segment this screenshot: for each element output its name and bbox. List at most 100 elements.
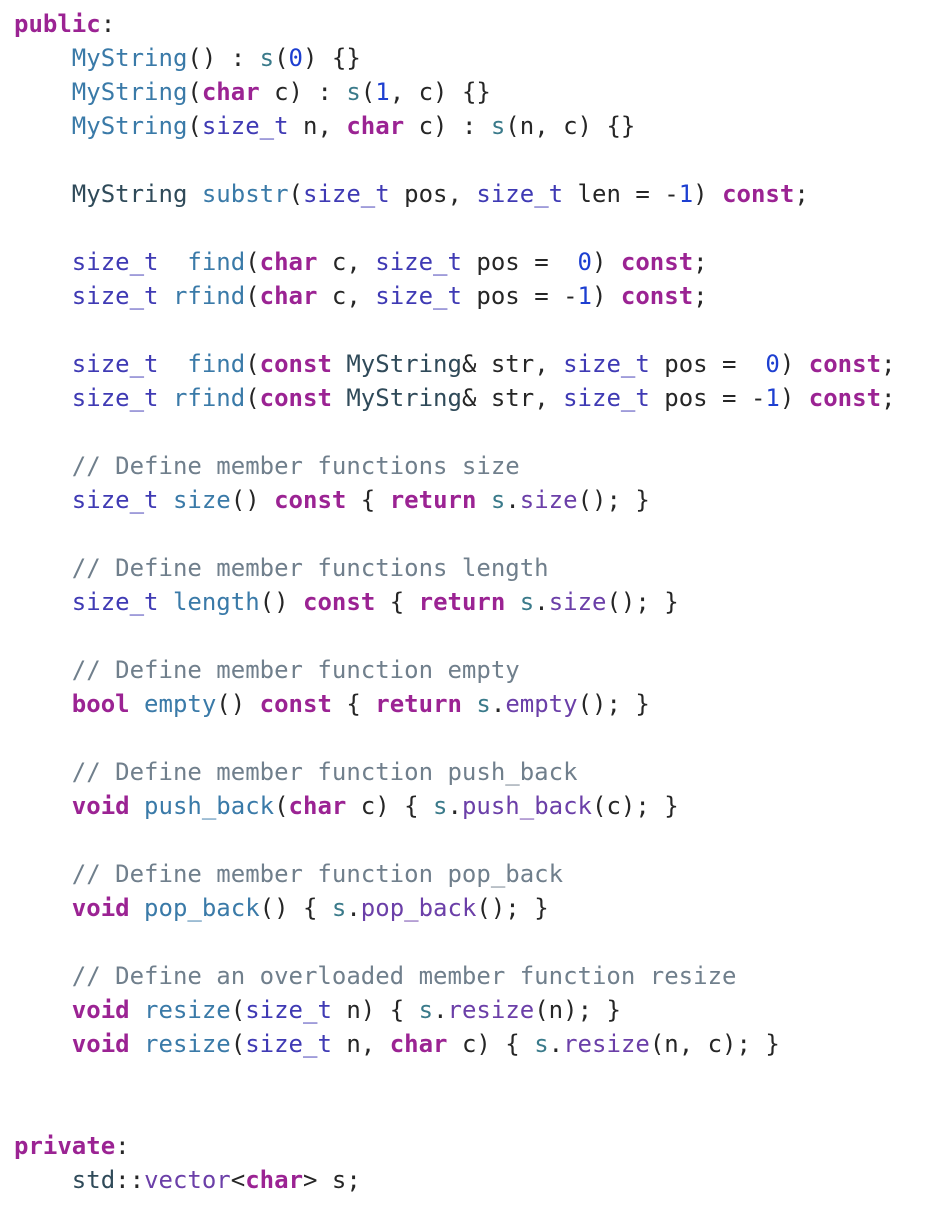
type-token: size_t: [71, 282, 159, 310]
type-token: size_t: [71, 350, 159, 378]
code-text-token: (: [187, 112, 202, 140]
code-text-token: [130, 894, 144, 922]
keyword-token: char: [259, 248, 318, 276]
member-token: s: [476, 690, 491, 718]
code-text-token: [14, 1166, 72, 1194]
keyword-token: void: [71, 894, 130, 922]
code-text-token: [14, 996, 72, 1024]
code-line: // Define member function empty: [14, 653, 520, 687]
code-line: size_t find(const MyString& str, size_t …: [14, 347, 896, 381]
code-text-token: (: [230, 1030, 246, 1058]
keyword-token: char: [201, 78, 260, 106]
type-token: size_t: [71, 486, 159, 514]
code-line: void resize(size_t n) { s.resize(n); }: [14, 993, 621, 1027]
keyword-token: public: [14, 10, 101, 38]
code-text-token: n,: [331, 1030, 390, 1058]
code-text-token: .: [548, 1030, 564, 1058]
method-call-token: size: [548, 588, 607, 616]
code-line: // Define an overloaded member function …: [14, 959, 737, 993]
code-text-token: (: [274, 44, 289, 72]
code-text-token: & str,: [461, 384, 564, 412]
member-token: s: [490, 112, 506, 140]
code-line: bool empty() const { return s.empty(); }: [14, 687, 650, 721]
keyword-token: const: [303, 588, 376, 616]
type-token: size_t: [71, 248, 159, 276]
code-text-token: .: [447, 792, 462, 820]
code-text-token: [159, 248, 188, 276]
code-text-token: ;: [794, 180, 809, 208]
function-name-token: MyString: [71, 112, 188, 140]
code-text-token: c) :: [404, 112, 491, 140]
keyword-token: char: [288, 792, 347, 820]
code-line: MyString(char c) : s(1, c) {}: [14, 75, 491, 109]
code-text-token: [159, 384, 173, 412]
code-text-token: (); }: [476, 894, 549, 922]
code-text-token: n) {: [331, 996, 419, 1024]
type-token: size_t: [71, 588, 159, 616]
code-text-token: & str,: [461, 350, 564, 378]
number-token: 1: [678, 180, 694, 208]
code-text-token: () :: [187, 44, 260, 72]
code-line: size_t length() const { return s.size();…: [14, 585, 679, 619]
code-text-token: ): [592, 282, 621, 310]
code-text-token: (: [245, 248, 260, 276]
keyword-token: char: [245, 1166, 304, 1194]
code-text-token: [14, 962, 72, 990]
keyword-token: const: [259, 384, 332, 412]
function-name-token: resize: [144, 1030, 231, 1058]
code-text-token: (); }: [606, 588, 679, 616]
code-line: // Define member function pop_back: [14, 857, 563, 891]
type-token: size_t: [563, 350, 650, 378]
member-token: s: [433, 792, 448, 820]
code-text-token: [476, 486, 490, 514]
code-text-token: [14, 758, 72, 786]
keyword-token: void: [71, 996, 130, 1024]
code-text-token: (); }: [577, 486, 650, 514]
type-token: size_t: [303, 180, 390, 208]
code-text-token: .: [346, 894, 361, 922]
code-text-token: (c); }: [592, 792, 679, 820]
code-text-token: [332, 350, 346, 378]
code-text-token: (: [230, 996, 246, 1024]
code-text-token: ): [779, 350, 809, 378]
function-name-token: push_back: [144, 792, 275, 820]
code-text-token: ;: [881, 350, 896, 378]
number-token: 1: [577, 282, 592, 310]
function-name-token: substr: [201, 180, 289, 208]
type-token: size_t: [476, 180, 564, 208]
code-text-token: [14, 180, 72, 208]
code-text-token: pos =: [461, 248, 578, 276]
code-line: size_t rfind(const MyString& str, size_t…: [14, 381, 896, 415]
code-text-token: n,: [288, 112, 347, 140]
code-line: private:: [14, 1129, 130, 1163]
method-call-token: empty: [505, 690, 578, 718]
keyword-token: const: [259, 350, 332, 378]
code-text-token: [14, 656, 72, 684]
code-text-token: [130, 1030, 144, 1058]
number-token: 0: [288, 44, 303, 72]
comment-token: // Define an overloaded member function …: [71, 962, 737, 990]
keyword-token: const: [259, 690, 332, 718]
function-name-token: empty: [144, 690, 217, 718]
code-line: size_t size() const { return s.size(); }: [14, 483, 650, 517]
code-text-token: <: [230, 1166, 246, 1194]
type-token: size_t: [71, 384, 159, 412]
function-name-token: find: [187, 350, 246, 378]
method-call-token: size: [519, 486, 578, 514]
keyword-token: char: [389, 1030, 448, 1058]
code-text-token: pos = -: [461, 282, 578, 310]
code-text-token: [130, 996, 144, 1024]
code-text-token: [14, 248, 72, 276]
number-token: 0: [765, 350, 780, 378]
function-name-token: length: [172, 588, 260, 616]
member-token: s: [346, 78, 361, 106]
type-token: size_t: [375, 282, 462, 310]
code-text-token: {: [375, 588, 419, 616]
class-name-token: MyString: [346, 384, 462, 412]
keyword-token: return: [389, 486, 477, 514]
code-text-token: [14, 44, 72, 72]
member-token: s: [259, 44, 275, 72]
function-name-token: MyString: [71, 78, 188, 106]
type-token: size_t: [201, 112, 289, 140]
